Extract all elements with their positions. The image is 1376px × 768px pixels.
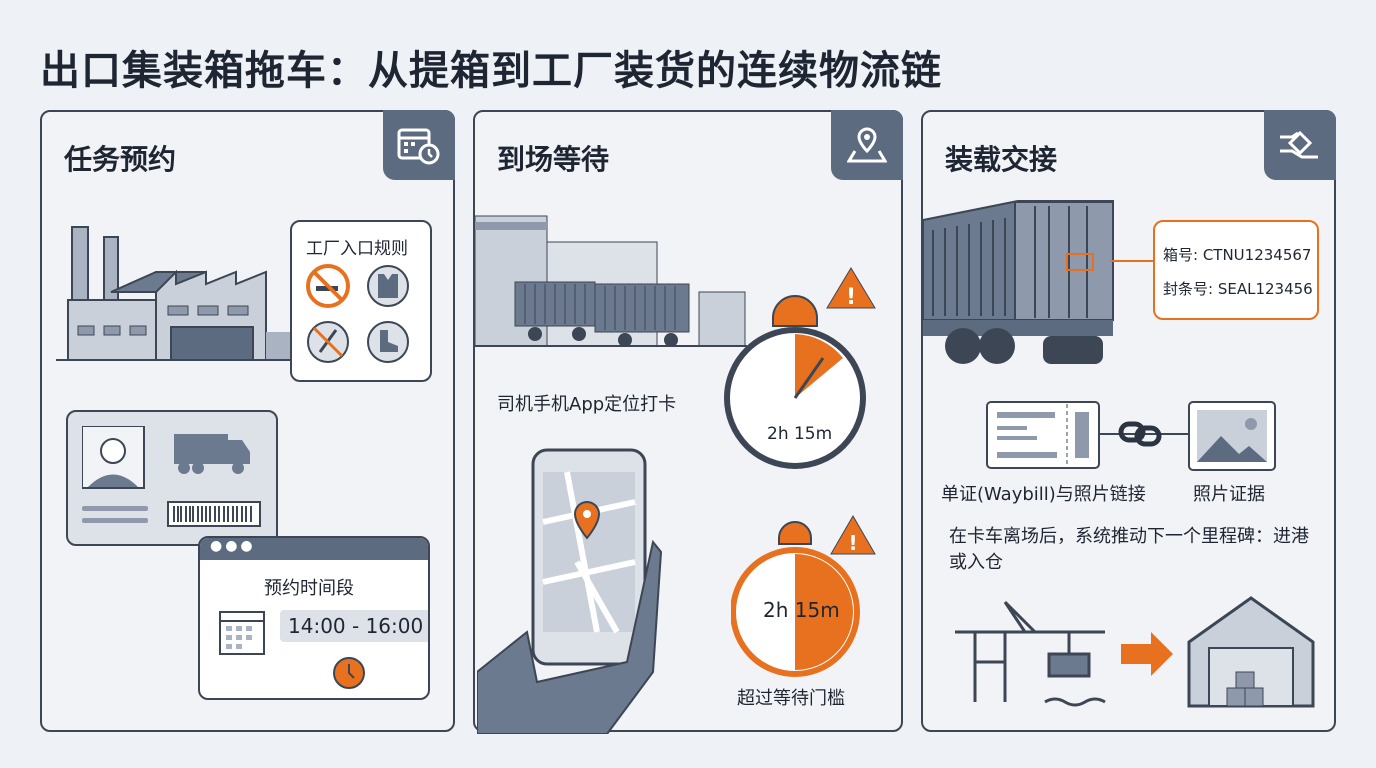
page-title: 出口集装箱拖车：从提箱到工厂装货的连续物流链 <box>40 48 942 94</box>
port-to-warehouse-illustration <box>955 596 1315 708</box>
waybill-icon <box>986 401 1100 469</box>
link-icon <box>1118 421 1162 447</box>
timer-value-1: 2h 15m <box>767 424 833 444</box>
panel-title: 任务预约 <box>64 143 177 176</box>
container-info-box: 箱号: CTNU1234567 封条号: SEAL123456 <box>1153 220 1319 320</box>
svg-text:!: ! <box>848 531 857 555</box>
timer-value-2: 2h 15m <box>763 598 840 622</box>
truck-icon <box>174 434 250 474</box>
map-pin-icon <box>831 110 903 180</box>
container-number: 箱号: CTNU1234567 <box>1163 246 1312 264</box>
panel-loading-handover: 装载交接 箱号: CTNU1234567 封条号: SEAL123456 单证(… <box>921 110 1336 732</box>
container-truck-illustration <box>923 200 1114 364</box>
checkin-label: 司机手机App定位打卡 <box>497 394 677 415</box>
stopwatch-icon-1: ! <box>724 267 876 469</box>
booking-slot-window: ●●● 预约时间段 14:00 - 16:00 <box>198 536 430 700</box>
handover-icon <box>1264 110 1336 180</box>
entry-rules-bubble: 工厂入口规则 <box>290 220 432 382</box>
stopwatch-icon-2: ! <box>731 515 876 677</box>
panel-task-booking: 任务预约 工厂入口规则 ●●● 预约时间段 14:00 - 16:00 <box>40 110 455 732</box>
threshold-label: 超过等待门槛 <box>737 688 845 709</box>
calendar-icon <box>219 611 265 655</box>
clock-icon <box>333 657 365 689</box>
seal-number: 封条号: SEAL123456 <box>1163 280 1313 298</box>
next-milestone-text: 在卡车离场后，系统推动下一个里程碑：进港或入仓 <box>949 526 1309 573</box>
waybill-photo-link-illustration <box>986 401 1276 471</box>
rules-title: 工厂入口规则 <box>306 239 408 259</box>
port-crane-icon <box>955 600 1106 707</box>
warning-icon: ! <box>830 515 876 555</box>
slot-time: 14:00 - 16:00 <box>280 610 428 642</box>
calendar-clock-icon <box>383 110 455 180</box>
driver-avatar <box>82 426 145 489</box>
no-smoking-icon <box>306 264 350 308</box>
warning-icon: ! <box>826 267 876 310</box>
photo-icon <box>1188 401 1276 471</box>
panel-title: 到场等待 <box>497 143 610 176</box>
phone-map-illustration <box>477 448 663 734</box>
factory-illustration <box>56 226 296 361</box>
no-lighter-icon <box>307 321 349 363</box>
panel-title: 装载交接 <box>945 143 1058 176</box>
slot-title: 预约时间段 <box>264 578 354 599</box>
safety-boots-icon <box>367 321 409 363</box>
driver-id-card <box>66 410 278 546</box>
safety-vest-icon <box>367 265 409 307</box>
panel-arrival-wait: 到场等待 司机手机App定位打卡 ! 2h 15m ! 2h 15m 超过等待门… <box>473 110 903 734</box>
trucks-at-gate-illustration <box>475 215 747 347</box>
barcode <box>167 501 261 527</box>
warehouse-icon <box>1187 596 1315 708</box>
doc-link-label: 单证(Waybill)与照片链接 <box>941 484 1146 505</box>
svg-text:!: ! <box>846 285 856 310</box>
photo-evidence-label: 照片证据 <box>1193 484 1265 505</box>
